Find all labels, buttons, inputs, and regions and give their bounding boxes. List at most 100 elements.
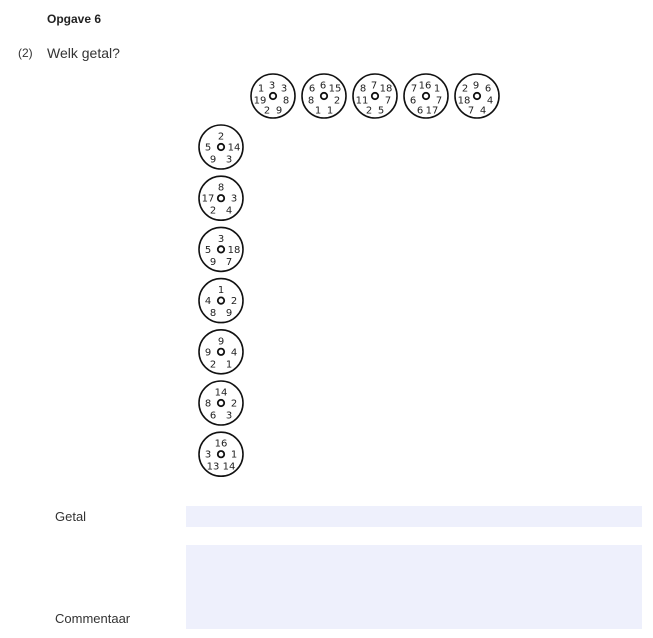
circle-number: 5 [205,143,211,154]
circle-number: 6 [210,411,216,422]
circle-number: 6 [417,106,423,117]
getal-input[interactable] [186,506,642,527]
circle-number: 14 [215,388,228,399]
circle-number: 8 [283,96,289,107]
circle-number: 3 [269,81,275,92]
circle-number: 7 [371,81,377,92]
circle-number: 6 [485,84,491,95]
circle-number: 4 [231,347,237,358]
circle-number: 3 [226,155,232,166]
circle-number: 2 [210,359,216,370]
circle-number: 9 [276,106,282,117]
circle-number: 1 [434,84,440,95]
circle-number: 2 [210,206,216,217]
circle-number: 1 [231,450,237,461]
circle-number: 3 [226,411,232,422]
circle-number: 18 [458,96,471,107]
circle-number: 19 [254,96,267,107]
circle-number: 2 [218,132,224,143]
circle-number: 6 [410,96,416,107]
circle-number: 7 [436,96,442,107]
circle-number: 6 [309,84,315,95]
circle-number: 14 [223,462,236,473]
circle-number: 5 [205,245,211,256]
center-dot [216,450,226,459]
circle-number: 2 [366,106,372,117]
circle-number: 7 [385,96,391,107]
circle-number: 14 [228,143,241,154]
circle-number: 3 [205,450,211,461]
center-dot [216,398,226,408]
circle-number: 9 [218,336,224,347]
circle-number: 3 [281,84,287,95]
circle-number: 16 [419,81,432,92]
center-dot [268,91,278,101]
circle-number: 2 [334,96,340,107]
circle-number: 15 [329,84,342,95]
circle-number: 4 [487,96,493,107]
circle-number: 1 [327,106,333,117]
circle-number: 1 [258,84,264,95]
center-dot [216,296,226,305]
circle-number: 6 [320,81,326,92]
circle-number: 17 [426,106,439,117]
circle-number: 9 [210,155,216,166]
circle-number: 2 [231,296,237,307]
circle-number: 3 [231,194,237,205]
points-label: (2) [18,46,33,60]
center-dot [216,194,226,203]
circle-number: 4 [226,206,232,217]
circle-number: 17 [202,194,215,205]
circle-number: 5 [378,106,384,117]
circle-number: 4 [480,106,486,117]
center-dot [216,142,226,152]
circle-number: 18 [380,84,393,95]
exercise-title: Opgave 6 [47,12,102,26]
circle-number: 7 [411,84,417,95]
circle-number: 8 [308,96,314,107]
question-text: Welk getal? [47,45,120,61]
circle-number: 8 [205,399,211,410]
circle-number: 1 [315,106,321,117]
center-dot [370,91,380,101]
circle-number: 1 [218,285,224,296]
comment-label: Commentaar [55,611,131,626]
circle-number: 7 [468,106,474,117]
circle-number: 8 [218,183,224,194]
circle-number: 1 [226,359,232,370]
circle-number: 3 [218,234,224,245]
circle-number: 2 [231,399,237,410]
center-dot [216,347,226,356]
center-dot [472,91,482,101]
circle-number: 7 [226,257,232,268]
circle-number: 9 [205,347,211,358]
circle-number: 8 [360,84,366,95]
circle-number: 9 [210,257,216,268]
getal-label: Getal [55,509,87,524]
circle-number: 8 [210,308,216,319]
circle-number: 9 [473,81,479,92]
circle-number: 16 [215,439,228,450]
center-dot [319,91,329,101]
circle-number: 9 [226,308,232,319]
circle-number: 2 [264,106,270,117]
circle-number: 11 [356,96,369,107]
center-dot [216,245,226,254]
circle-number: 4 [205,296,211,307]
circle-number: 13 [207,462,220,473]
comment-textarea[interactable] [186,545,642,629]
circle-number: 18 [228,245,241,256]
